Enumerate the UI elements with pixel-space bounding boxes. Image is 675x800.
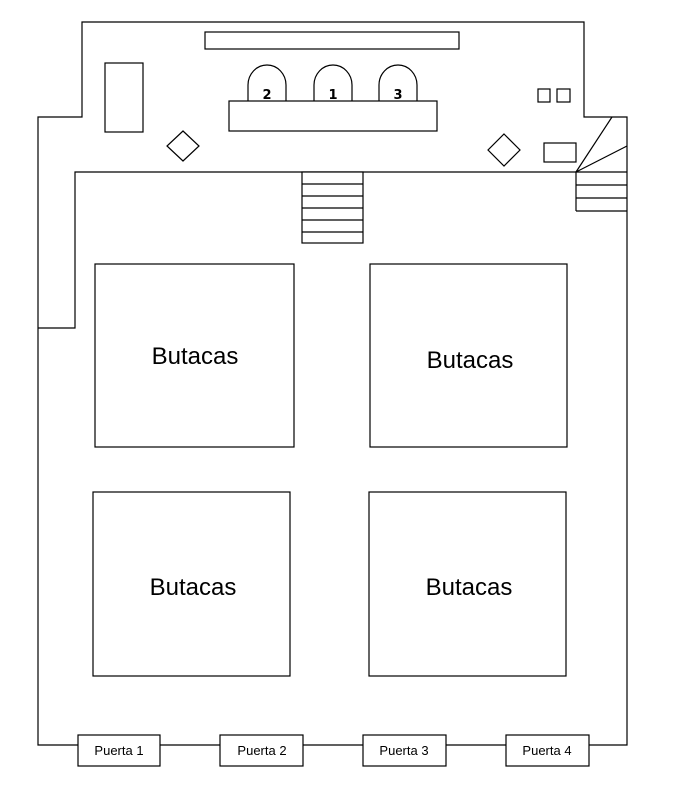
seating-block-1: Butacas [94, 263, 295, 448]
equipment-console [543, 142, 577, 163]
microphone-1: 1 [313, 64, 353, 103]
door-2: Puerta 2 [219, 734, 304, 767]
microphone-2: 2 [247, 64, 287, 103]
seating-block-4: Butacas [368, 491, 567, 677]
seating-label: Butacas [150, 574, 237, 601]
stage-back-bar [204, 31, 460, 50]
stage-monitor-right [487, 133, 521, 167]
door-label: Puerta 2 [237, 743, 286, 758]
door-3: Puerta 3 [362, 734, 447, 767]
seating-block-3: Butacas [92, 491, 291, 677]
door-label: Puerta 3 [379, 743, 428, 758]
stage-table [228, 100, 438, 132]
microphone-label: 2 [262, 88, 271, 103]
seating-label: Butacas [427, 347, 514, 374]
equipment-box [537, 88, 551, 103]
microphone-label: 1 [328, 88, 337, 103]
door-label: Puerta 4 [522, 743, 571, 758]
seating-label: Butacas [426, 574, 513, 601]
seating-label: Butacas [152, 343, 239, 370]
equipment-box [556, 88, 571, 103]
center-stairs [301, 171, 364, 244]
door-4: Puerta 4 [505, 734, 590, 767]
door-label: Puerta 1 [94, 743, 143, 758]
stage-cabinet [104, 62, 144, 133]
side-stairs [575, 116, 628, 212]
seating-block-2: Butacas [369, 263, 568, 448]
door-1: Puerta 1 [77, 734, 161, 767]
microphone-label: 3 [393, 88, 402, 103]
microphone-3: 3 [378, 64, 418, 103]
stage-monitor-left [166, 130, 200, 162]
outer-wall [37, 21, 628, 746]
